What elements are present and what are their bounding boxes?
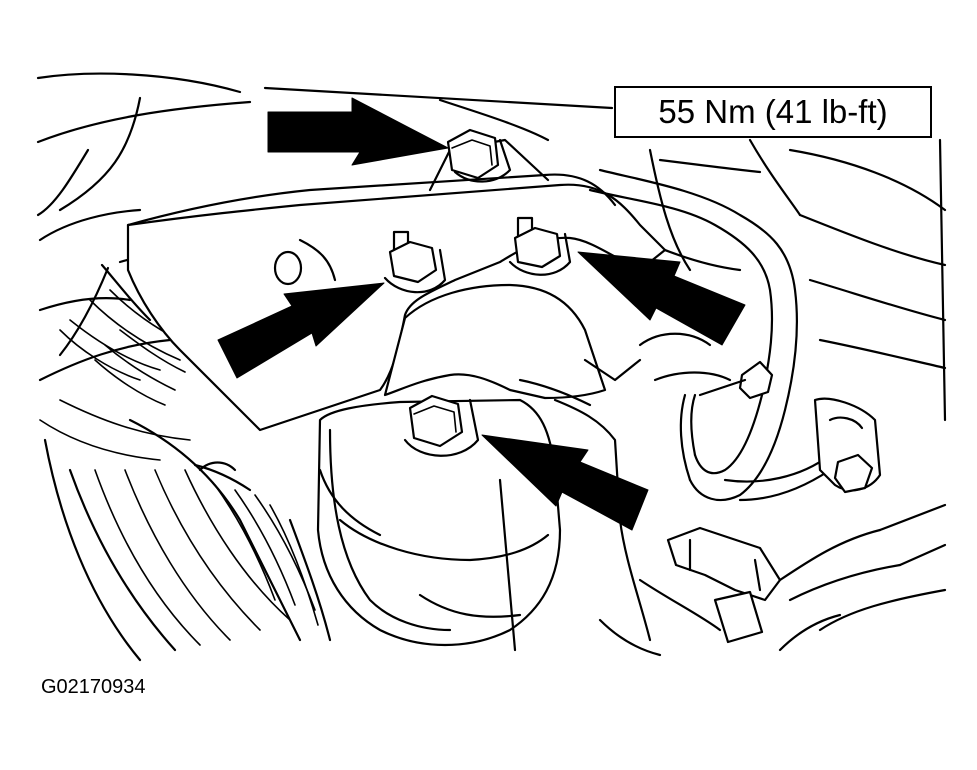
stud-nut-right <box>508 216 572 276</box>
figure-id-label: G02170934 <box>41 676 146 698</box>
mount-cylinder <box>316 358 652 652</box>
arrow-icon <box>217 97 746 531</box>
arrow-to-right-stud <box>577 251 746 346</box>
arrow-to-top-bolt <box>267 97 449 166</box>
stud-nut-left <box>383 230 447 294</box>
mount-bracket <box>126 138 667 432</box>
background-contours <box>36 72 947 422</box>
right-tube <box>588 168 947 657</box>
bolt-top <box>446 128 512 183</box>
arrow-to-lower-bolt <box>481 434 649 531</box>
torque-spec-callout: 55 Nm (41 lb-ft) <box>614 86 932 138</box>
arrow-to-left-stud <box>217 282 385 379</box>
bolt-lower <box>403 394 480 457</box>
